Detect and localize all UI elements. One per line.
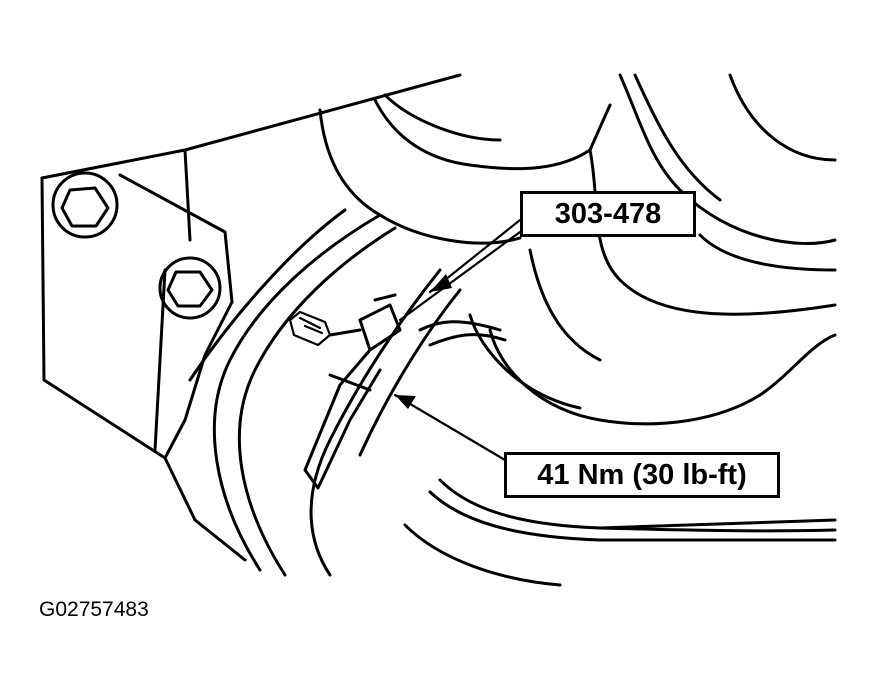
torque-leader (393, 393, 507, 462)
tool-number-label: 303-478 (554, 197, 662, 230)
engine-block (40, 73, 462, 562)
torque-arrowhead (395, 395, 416, 409)
lower-contours (403, 478, 837, 587)
housing-contours (318, 73, 837, 426)
tool-arrowhead (430, 274, 452, 292)
tool-number-callout: 303-478 (520, 191, 696, 237)
figure-id: G02757483 (39, 598, 149, 621)
torque-spec-label: 41 Nm (30 lb-ft) (537, 458, 747, 491)
sensor-assembly (288, 293, 507, 490)
torque-spec-callout: 41 Nm (30 lb-ft) (504, 452, 780, 498)
tubes (188, 208, 462, 577)
tool-leader (398, 218, 522, 322)
bolt-lower (158, 256, 222, 320)
bolt-upper (51, 171, 119, 239)
